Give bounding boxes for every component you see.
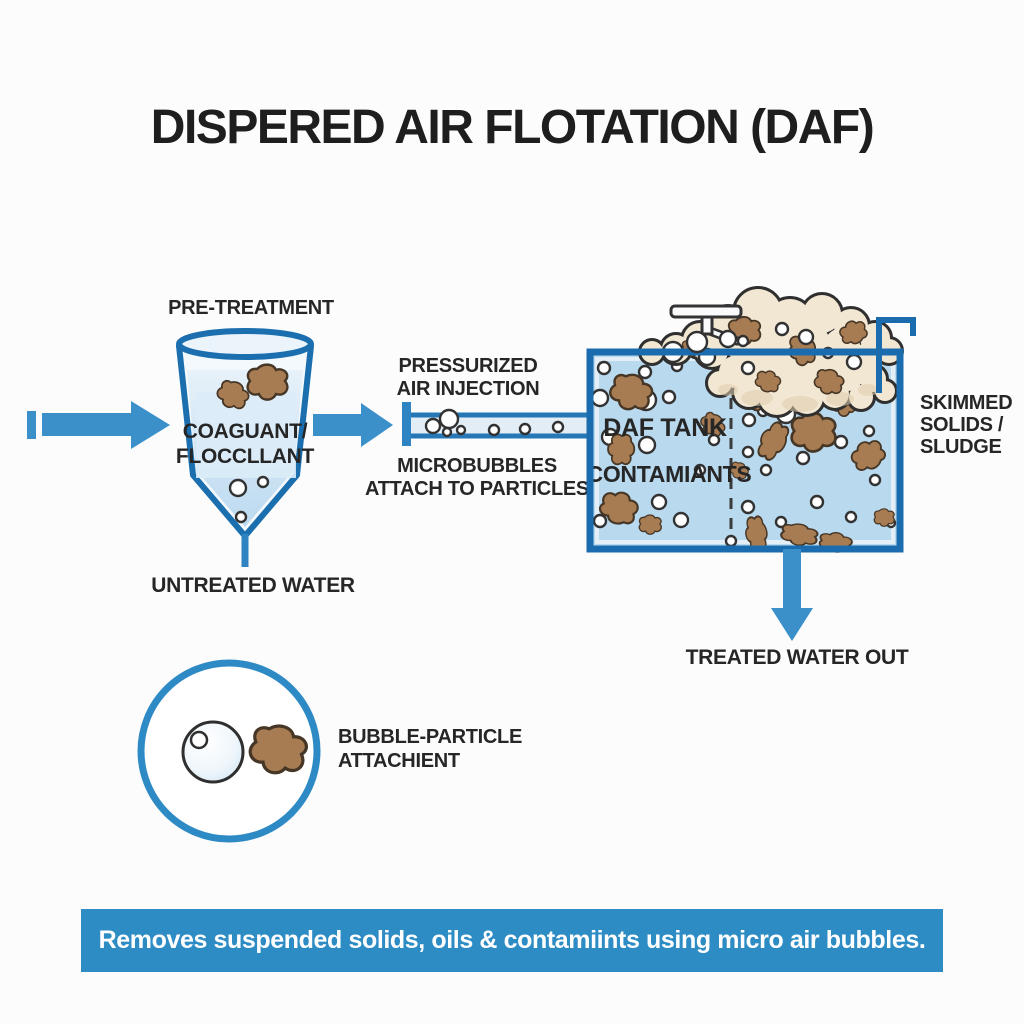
vessel-text-line2: FLOCCLLANT (176, 445, 315, 468)
skimmed-label-line3: SLUDGE (920, 436, 1002, 458)
particle (246, 363, 289, 401)
bubble-particle-inset (137, 659, 321, 843)
summary-banner-text: Removes suspended solids, oils & contami… (98, 926, 926, 954)
microbubbles-label-line1: MICROBUBBLES (397, 455, 557, 477)
funnel-rim (176, 328, 314, 360)
sludge-overflow-pipe (876, 317, 916, 393)
inset-bubble (181, 720, 245, 784)
daf-tank-label: DAF TANK (603, 414, 727, 442)
vessel-text-line1: COAGUANT/ (183, 420, 308, 443)
air-injection-label-line2: AIR INJECTION (397, 378, 540, 400)
tank-border (586, 348, 904, 553)
inflow-arrow (27, 401, 170, 449)
treated-water-label: TREATED WATER OUT (686, 646, 909, 669)
skimmer-icon (669, 304, 750, 354)
page-title: DISPERED AIR FLOTATION (DAF) (150, 101, 875, 154)
inset-label-line1: BUBBLE-PARTICLE (338, 726, 522, 748)
microbubbles-label-line2: ATTACH TO PARTICLES (365, 478, 589, 500)
transfer-arrow (313, 403, 393, 447)
pipe-microbubbles (424, 408, 565, 438)
treated-water-arrow (771, 549, 813, 641)
pretreatment-label: PRE-TREATMENT (168, 297, 334, 319)
contaminants-label: CONTAMIANTS (587, 461, 752, 487)
skimmed-label-line2: SOLIDS / (920, 414, 1004, 436)
bubble-highlight (189, 730, 209, 750)
untreated-water-label: UNTREATED WATER (151, 574, 355, 597)
summary-banner: Removes suspended solids, oils & contami… (81, 909, 943, 972)
air-injection-pipe (402, 402, 592, 446)
pretreatment-funnel: COAGUANT/ FLOCCLLANT (176, 328, 315, 567)
air-injection-label-line1: PRESSURIZED (399, 355, 538, 377)
skimmed-label-line1: SKIMMED (920, 392, 1012, 414)
inset-label-line2: ATTACHIENT (338, 750, 460, 772)
